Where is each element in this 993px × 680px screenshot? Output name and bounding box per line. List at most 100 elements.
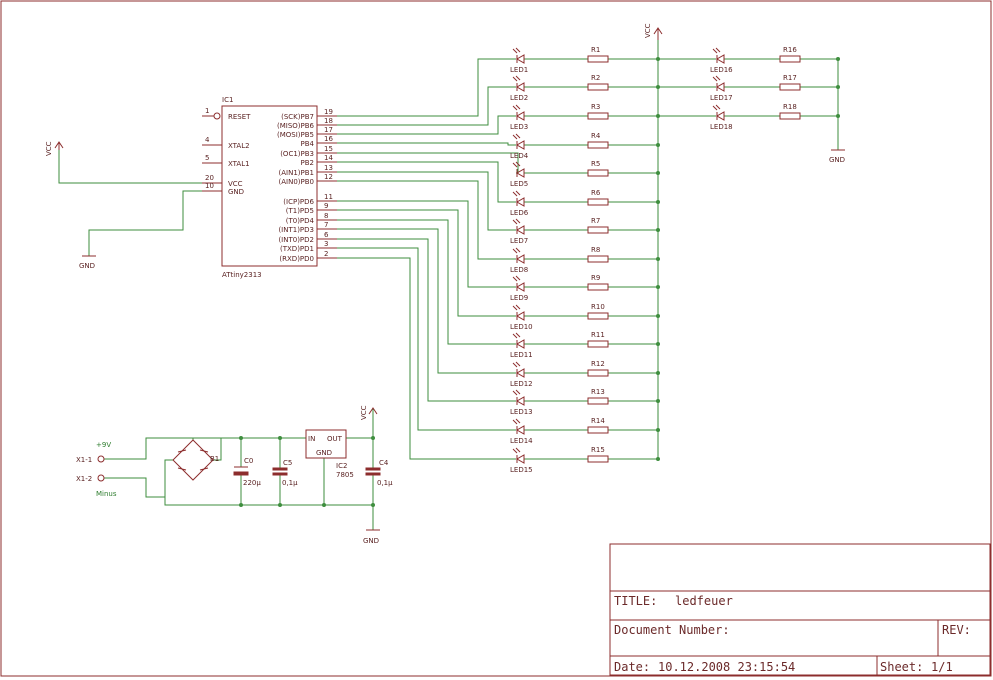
resistor-label: R14 bbox=[591, 417, 605, 425]
pin-label: (INT0)PD2 bbox=[278, 236, 314, 244]
led-triangle bbox=[515, 168, 525, 178]
pin-label: (ICP)PD6 bbox=[283, 198, 314, 206]
c4-plate bbox=[365, 472, 381, 476]
aux-r16: R16 bbox=[779, 46, 801, 63]
led-label: LED18 bbox=[710, 123, 733, 131]
resistor-body bbox=[587, 369, 609, 377]
led-arrow bbox=[515, 304, 521, 310]
mcu-ic1: IC1 ATtiny2313 bbox=[221, 96, 318, 279]
main-led8: LED8 bbox=[510, 247, 528, 274]
pin-inverter bbox=[213, 112, 221, 120]
wire-pin-to-led bbox=[337, 171, 516, 231]
led-arrow bbox=[515, 247, 521, 253]
wire-conn1 bbox=[104, 437, 241, 460]
junction bbox=[239, 503, 243, 507]
led-label: LED16 bbox=[710, 66, 733, 74]
led-arrow bbox=[515, 161, 521, 167]
gnd-psu: GND bbox=[363, 537, 379, 545]
pin-label: (MISO)PB6 bbox=[277, 122, 315, 130]
reg-in: IN bbox=[308, 435, 315, 443]
resistor-body bbox=[587, 226, 609, 234]
led-arrow bbox=[512, 48, 518, 54]
wire-pin-to-led bbox=[337, 58, 516, 117]
led-arrow bbox=[512, 419, 518, 425]
led-arrow bbox=[712, 105, 718, 111]
led-label: LED7 bbox=[510, 237, 528, 245]
pin-number: 1 bbox=[205, 107, 209, 115]
aux-led18: LED18 bbox=[710, 104, 733, 131]
main-led5: LED5 bbox=[510, 161, 528, 188]
resistor-body bbox=[587, 112, 609, 120]
c5-plate bbox=[272, 472, 288, 476]
led-triangle bbox=[515, 454, 525, 464]
resistor-label: R6 bbox=[591, 189, 601, 197]
pin-number: 7 bbox=[324, 221, 328, 229]
led-label: LED2 bbox=[510, 94, 528, 102]
resistor-body bbox=[779, 55, 801, 63]
gnd-right: GND bbox=[829, 156, 845, 164]
mcu-right-pin-12: 12(AIN0)PB0 bbox=[279, 173, 337, 186]
led-arrow bbox=[515, 47, 521, 53]
mcu-right-pin-11: 11(ICP)PD6 bbox=[283, 193, 337, 206]
vcc-psu-label: VCC bbox=[360, 405, 368, 420]
date-value: 10.12.2008 23:15:54 bbox=[658, 660, 795, 674]
pin-number: 15 bbox=[324, 145, 333, 153]
gnd-left-label: GND bbox=[79, 262, 95, 270]
led-arrow bbox=[512, 276, 518, 282]
resistor-label: R7 bbox=[591, 217, 600, 225]
resistor-label: R9 bbox=[591, 274, 600, 282]
led-label: LED15 bbox=[510, 466, 533, 474]
reg-body bbox=[305, 429, 347, 459]
junction bbox=[278, 503, 282, 507]
vcc-top: VCC bbox=[644, 23, 652, 38]
mcu-right-pin-13: 13(AIN1)PB1 bbox=[279, 164, 337, 177]
bridge-diode bbox=[199, 467, 209, 471]
c4-name: C4 bbox=[379, 459, 389, 467]
led-arrow bbox=[512, 305, 518, 311]
mcu-right-pin-9: 9(T1)PD5 bbox=[286, 202, 337, 215]
main-r6: R6 bbox=[587, 189, 609, 206]
resistor-body bbox=[779, 112, 801, 120]
c0-value: 220µ bbox=[243, 479, 261, 487]
wire-pin-to-led bbox=[337, 161, 516, 203]
led-arrow bbox=[512, 390, 518, 396]
led-arrow bbox=[512, 191, 518, 197]
led-label: LED17 bbox=[710, 94, 733, 102]
resistor-body bbox=[587, 255, 609, 263]
resistor-body bbox=[587, 198, 609, 206]
main-r7: R7 bbox=[587, 217, 609, 234]
led-triangle bbox=[515, 368, 525, 378]
resistor-label: R10 bbox=[591, 303, 605, 311]
led-triangle bbox=[515, 254, 525, 264]
pin-number: 13 bbox=[324, 164, 333, 172]
pin-label: (RXD)PD0 bbox=[279, 255, 314, 263]
main-r12: R12 bbox=[587, 360, 609, 377]
resistor-body bbox=[587, 283, 609, 291]
vcc-top-label: VCC bbox=[644, 23, 652, 38]
aux-led16: LED16 bbox=[710, 47, 733, 74]
main-led7: LED7 bbox=[510, 218, 528, 245]
led-arrow bbox=[712, 76, 718, 82]
aux-r17: R17 bbox=[779, 74, 801, 91]
resistor-body bbox=[587, 55, 609, 63]
main-led15: LED15 bbox=[510, 447, 533, 474]
resistor-body bbox=[587, 141, 609, 149]
c5-value: 0,1µ bbox=[282, 479, 298, 487]
main-led6: LED6 bbox=[510, 190, 529, 217]
led-arrow bbox=[515, 361, 521, 367]
main-led14: LED14 bbox=[510, 418, 533, 445]
main-r3: R3 bbox=[587, 103, 609, 120]
sheet-label: Sheet: bbox=[880, 660, 923, 674]
pin-number: 10 bbox=[205, 182, 214, 190]
main-r5: R5 bbox=[587, 160, 609, 177]
wire-pin-to-led bbox=[337, 247, 516, 431]
led-chain: LED1R1LED2R2LED3R3LED4R4LED5R5LED6R6LED7… bbox=[510, 46, 609, 474]
main-led12: LED12 bbox=[510, 361, 533, 388]
resistor-label: R18 bbox=[783, 103, 797, 111]
pin-number: 9 bbox=[324, 202, 328, 210]
pin-number: 19 bbox=[324, 108, 333, 116]
main-r8: R8 bbox=[587, 246, 609, 263]
wire-pin-to-led bbox=[337, 209, 516, 317]
pin-label: XTAL2 bbox=[228, 142, 250, 150]
